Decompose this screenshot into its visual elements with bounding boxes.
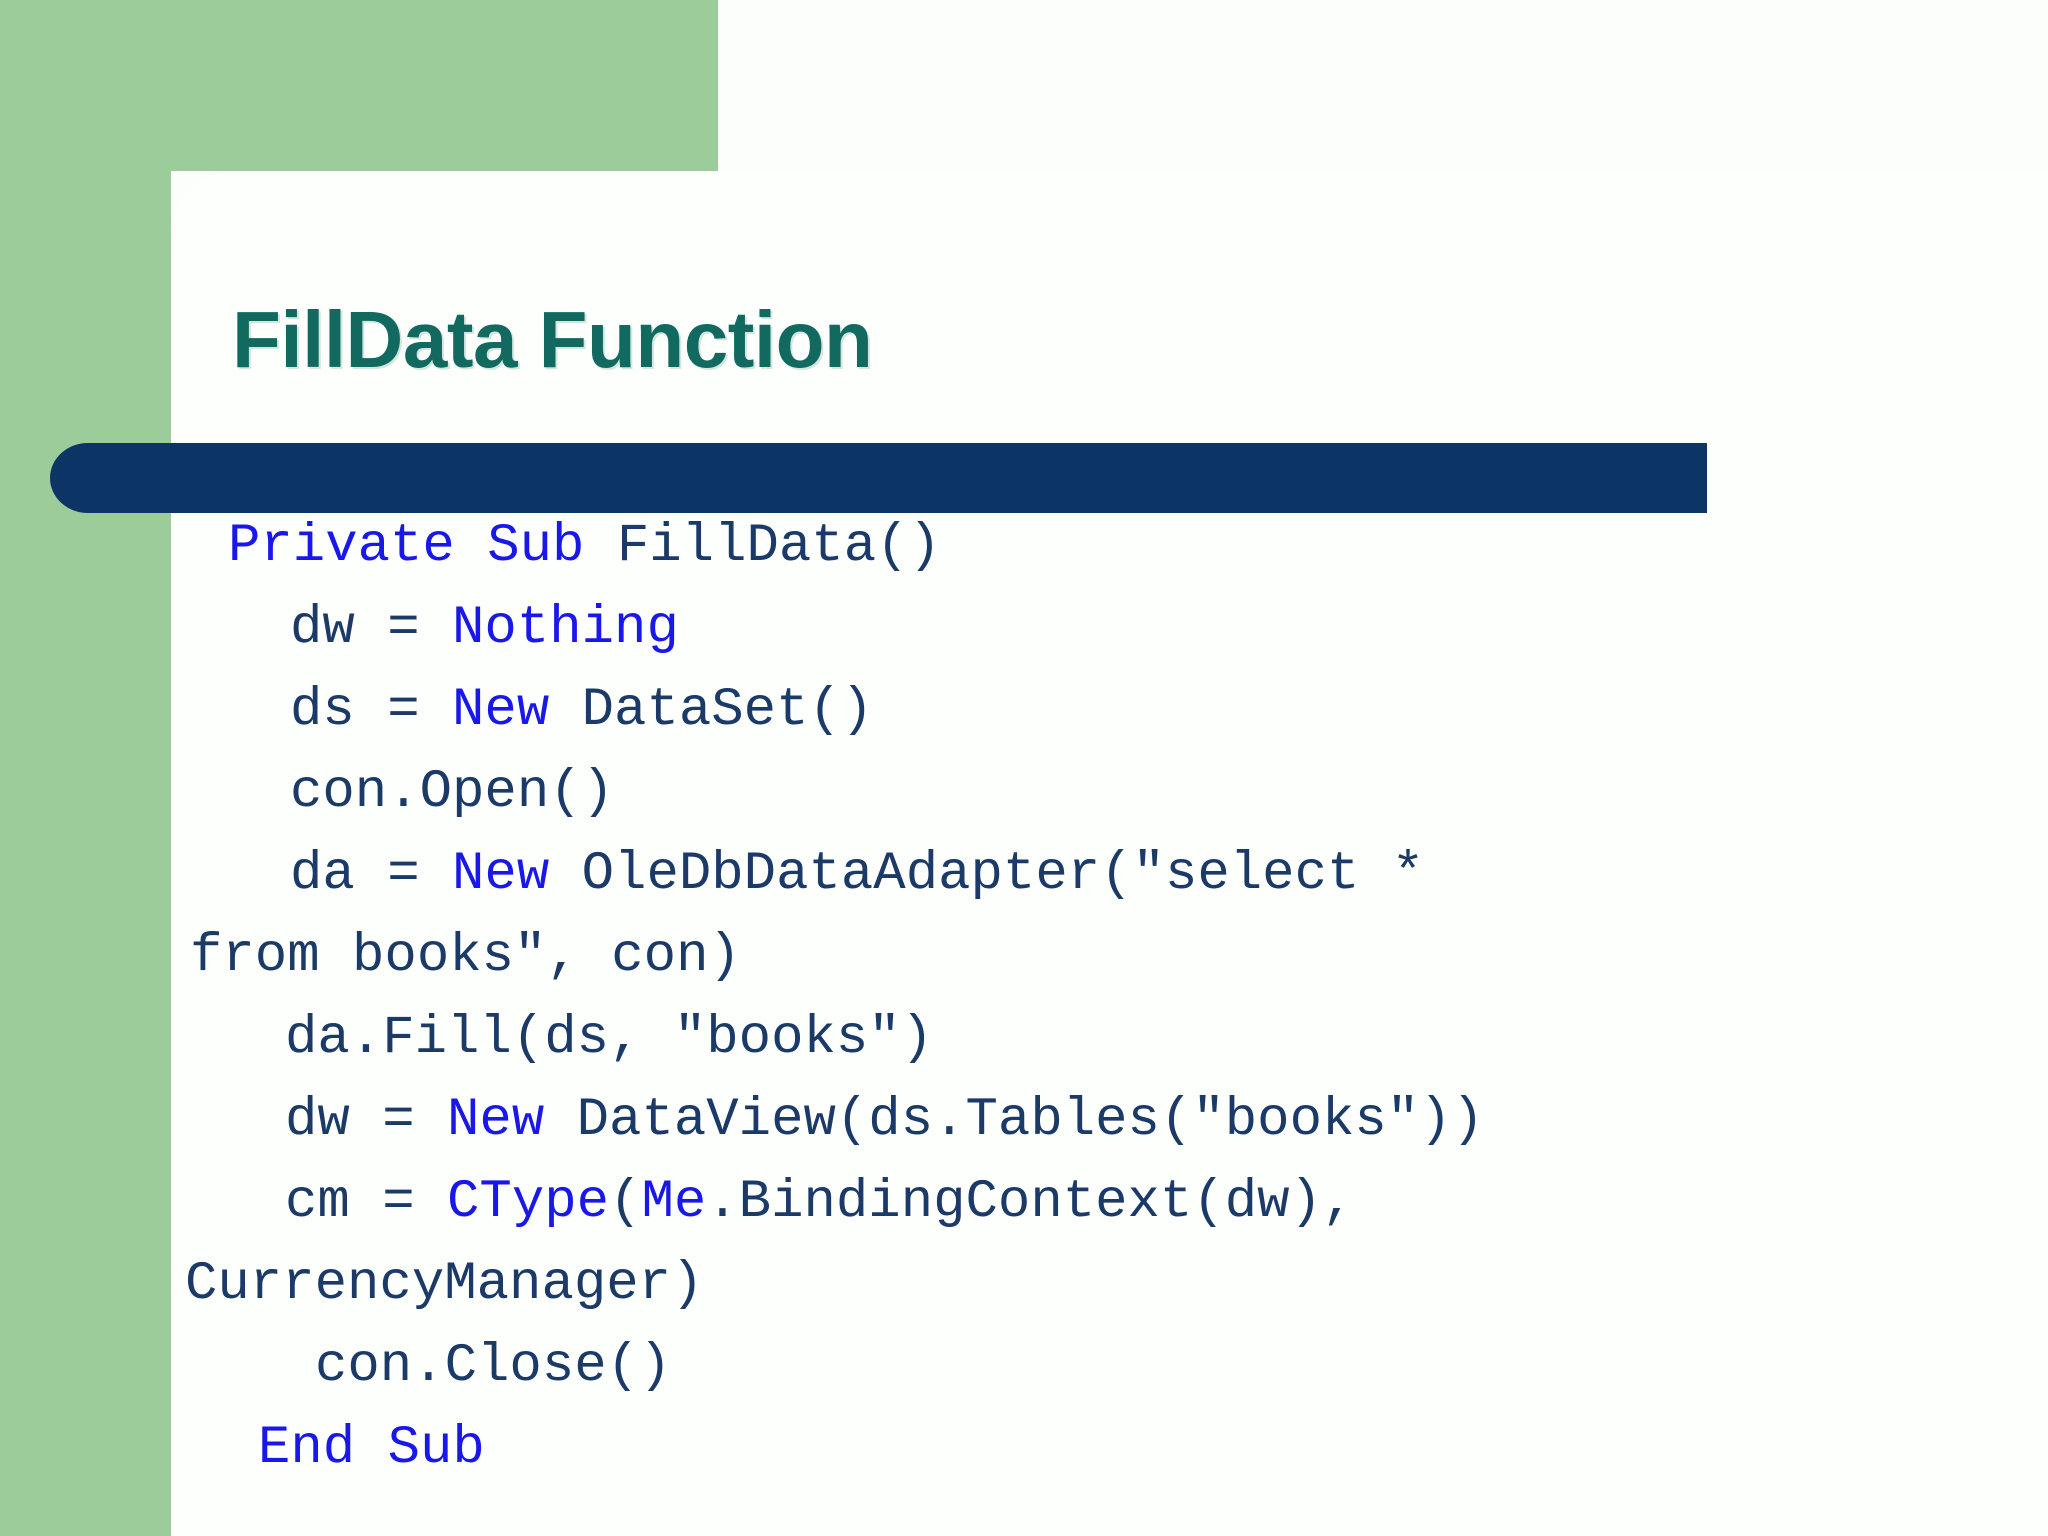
content-panel [171,171,2048,1536]
code-line: ds = New DataSet() [0,670,2048,752]
code-text: con.Close() [315,1336,672,1397]
code-text: FillData() [616,516,941,577]
slide-title: FillData Function [232,295,873,384]
code-text: ( [609,1172,642,1233]
code-text: from books", con) [190,926,741,987]
code-line: dw = New DataView(ds.Tables("books")) [0,1080,2048,1162]
code-text: con.Open() [290,762,615,823]
code-keyword: End Sub [258,1418,485,1479]
code-text: cm = [285,1172,448,1233]
code-text: .BindingContext(dw), [706,1172,1355,1233]
code-line: da = New OleDbDataAdapter("select * [0,834,2048,916]
code-text: CurrencyManager) [185,1254,704,1315]
code-line: CurrencyManager) [0,1244,2048,1326]
code-line: con.Open() [0,752,2048,834]
code-line: End Sub [0,1408,2048,1490]
code-keyword: Me [641,1172,707,1233]
code-line: cm = CType(Me.BindingContext(dw), [0,1162,2048,1244]
title-divider-bar [50,443,1707,513]
code-line: con.Close() [0,1326,2048,1408]
code-text: da = [290,844,453,905]
code-text: da.Fill(ds, "books") [285,1008,934,1069]
code-line: Private Sub FillData() [0,506,2048,588]
code-keyword: New [452,680,550,741]
code-line: dw = Nothing [0,588,2048,670]
code-text: OleDbDataAdapter("select * [549,844,1425,905]
code-keyword: Private Sub [228,516,617,577]
code-keyword: New [452,844,550,905]
code-text: DataView(ds.Tables("books")) [544,1090,1485,1151]
code-text: dw = [290,598,453,659]
code-line: from books", con) [0,916,2048,998]
code-keyword: Nothing [452,598,679,659]
code-text: dw = [285,1090,448,1151]
code-text: ds = [290,680,453,741]
code-keyword: New [447,1090,545,1151]
green-accent-band [0,0,171,1536]
code-line: da.Fill(ds, "books") [0,998,2048,1080]
code-text: DataSet() [549,680,874,741]
code-keyword: CType [447,1172,610,1233]
